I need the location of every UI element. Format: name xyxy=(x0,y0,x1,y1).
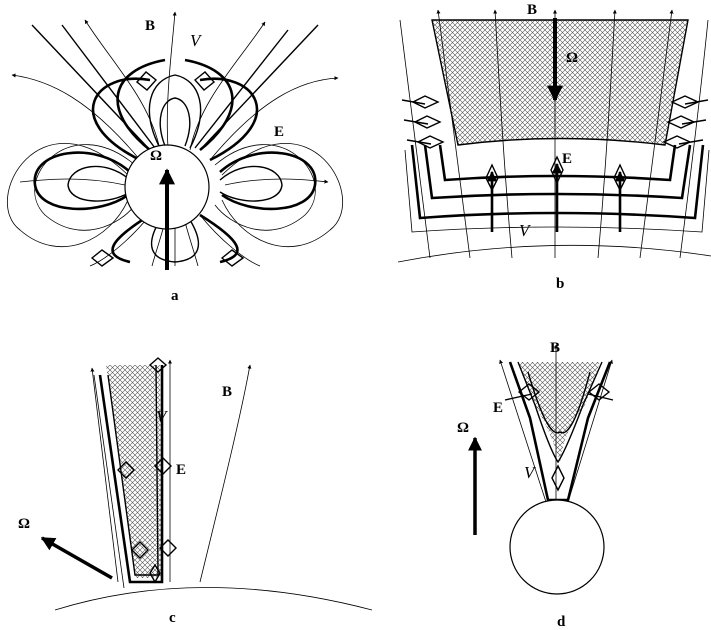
panel-b-label-omega: Ω xyxy=(566,50,578,66)
panel-b-label-v: V xyxy=(519,221,532,240)
panel-a-caption: a xyxy=(171,288,179,304)
panel-b-label-b: B xyxy=(527,2,537,18)
panel-d-label-b: B xyxy=(550,340,560,356)
panel-d-label-v: V xyxy=(524,463,537,482)
panel-b-label-e: E xyxy=(562,151,572,167)
panel-a-label-e: E xyxy=(274,124,284,140)
panel-c-label-b: B xyxy=(222,384,232,400)
panel-a-label-b: B xyxy=(145,18,155,34)
panel-c: Ω B V E c xyxy=(18,357,373,626)
panel-c-label-v: V xyxy=(156,407,169,426)
panel-b-caption: b xyxy=(556,276,564,292)
panel-d: Ω B E V d xyxy=(457,340,614,630)
panel-c-label-e: E xyxy=(176,462,186,478)
panel-c-label-omega: Ω xyxy=(18,516,30,532)
panel-a: B V E Ω a xyxy=(6,11,344,304)
panel-a-label-v: V xyxy=(190,31,203,50)
panel-d-label-e: E xyxy=(493,400,503,416)
panel-a-label-omega: Ω xyxy=(150,148,162,164)
panel-d-label-omega: Ω xyxy=(457,420,469,436)
panel-b: B Ω E V b xyxy=(397,2,711,292)
panel-c-caption: c xyxy=(169,610,176,626)
panel-d-caption: d xyxy=(557,614,566,630)
